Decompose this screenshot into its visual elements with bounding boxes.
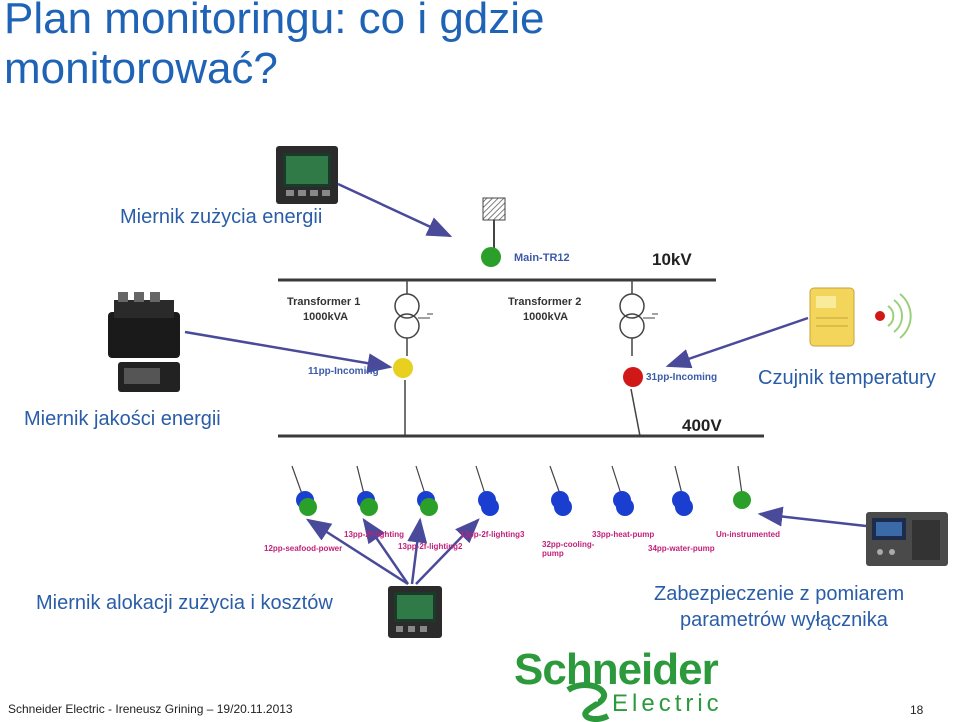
voltage-lv-label: 400V bbox=[682, 416, 722, 435]
quality-meter-label: Miernik jakości energii bbox=[24, 408, 221, 430]
transformer-1-rating: 1000kVA bbox=[303, 311, 349, 323]
transformer-2-rating: 1000kVA bbox=[523, 311, 569, 323]
title-line-2: monitorować? bbox=[4, 44, 278, 93]
slide-footer: Schneider Electric - Ireneusz Grining – … bbox=[8, 702, 293, 716]
feeder-label: 13pp-2f-lighting2 bbox=[398, 542, 463, 551]
feeder-label: 33pp-heat-pump bbox=[592, 530, 655, 539]
incoming-2-status-dot bbox=[623, 367, 643, 387]
allocation-meter-label: Miernik alokacji zużycia i kosztów bbox=[36, 592, 333, 614]
callout-arrows bbox=[184, 182, 867, 586]
feeder-label: 13pp-2f-lighting3 bbox=[460, 530, 525, 539]
allocation-meter-device-icon bbox=[388, 586, 442, 638]
incoming-1-status-dot bbox=[393, 358, 413, 378]
page-number: 18 bbox=[910, 703, 924, 717]
transformer-2-name: Transformer 2 bbox=[508, 296, 582, 308]
feeder-group bbox=[291, 465, 743, 495]
temperature-sensor-label: Czujnik temperatury bbox=[758, 367, 936, 389]
energy-meter-label: Miernik zużycia energii bbox=[120, 206, 323, 228]
main-meter-status-dot bbox=[481, 247, 501, 267]
voltage-hv-label: 10kV bbox=[652, 250, 692, 269]
incoming-1-label: 11pp-Incoming bbox=[308, 366, 379, 377]
breaker-trip-unit-device-icon bbox=[866, 512, 948, 566]
transformer-1-name: Transformer 1 bbox=[287, 296, 361, 308]
breaker-label-line-1: Zabezpieczenie z pomiarem bbox=[654, 583, 905, 605]
feeder-status-dots bbox=[296, 491, 751, 516]
transformer-1-icon bbox=[394, 280, 433, 356]
feeder-label: 13pp-2f-lighting bbox=[344, 530, 404, 539]
feeder-label: 12pp-seafood-power bbox=[264, 544, 343, 553]
temperature-sensor-device-icon bbox=[809, 287, 912, 347]
slide-title: Plan monitoringu: co i gdzie monitorować… bbox=[4, 0, 764, 94]
feeder-label: 32pp-cooling-pump bbox=[542, 540, 595, 558]
feeder-label: 34pp-water-pump bbox=[648, 544, 715, 553]
breaker-label-line-2: parametrów wyłącznika bbox=[680, 609, 888, 631]
title-line-1: Plan monitoringu: co i gdzie bbox=[4, 0, 545, 43]
feeder-label: Un-instrumented bbox=[716, 530, 780, 539]
schneider-logo-wordmark: Schneider bbox=[514, 645, 719, 694]
main-tr-label: Main-TR12 bbox=[514, 252, 570, 264]
energy-meter-device-icon bbox=[276, 146, 338, 204]
power-quality-meter-device-icon bbox=[108, 292, 180, 392]
transformer-2-icon bbox=[619, 280, 658, 356]
utility-supply-icon bbox=[482, 197, 506, 221]
incoming-2-label: 31pp-Incoming bbox=[646, 372, 718, 383]
schneider-logo-electric: Electric bbox=[612, 690, 723, 717]
